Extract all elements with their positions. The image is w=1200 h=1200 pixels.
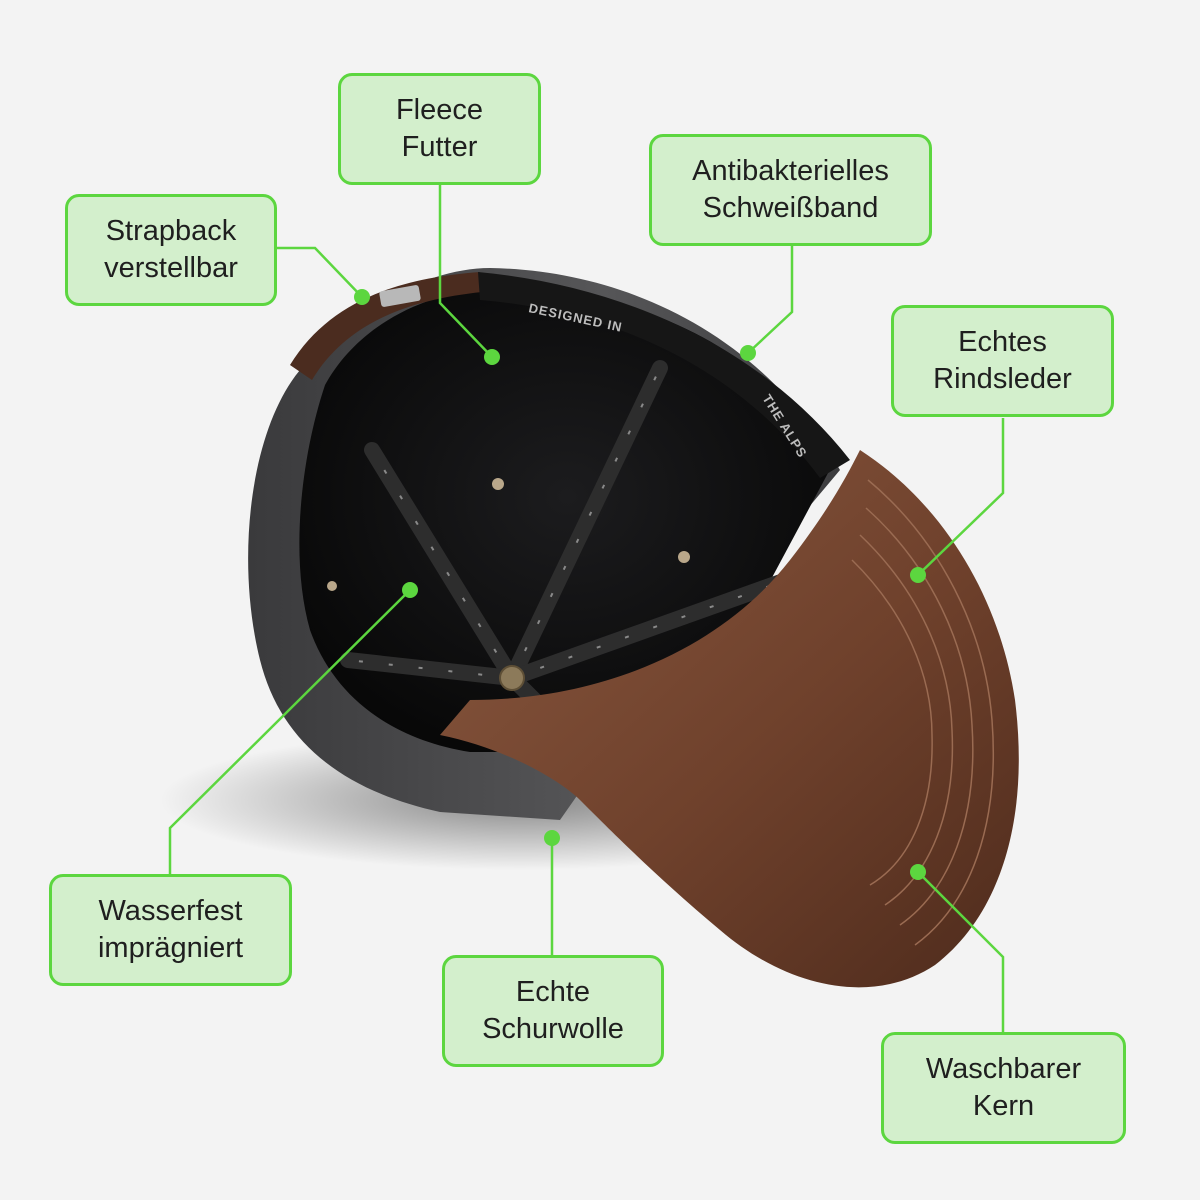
callout-line: Echtes	[958, 326, 1047, 358]
strap-buckle	[379, 285, 421, 307]
fleece-lining	[299, 288, 835, 752]
callout-waterproof: Wasserfest imprägniert	[49, 874, 292, 986]
leader-waterproof	[168, 589, 411, 875]
callout-line: Waschbarer	[925, 1053, 1082, 1085]
callout-line: Schurwolle	[482, 1013, 624, 1045]
leader-fleece	[438, 185, 493, 358]
callout-fleece-futter: Fleece Futter	[338, 73, 541, 185]
leader-lines	[168, 185, 1005, 1033]
callout-line: Echte	[515, 976, 591, 1008]
callout-line: Wasserfest	[98, 895, 243, 927]
callout-line: Antibakterielles	[692, 155, 889, 187]
callout-line: Fleece	[395, 94, 484, 126]
eyelet	[492, 478, 504, 490]
leader-leather	[917, 418, 1005, 576]
leader-dot-core	[910, 864, 926, 880]
leader-strapback	[276, 246, 363, 298]
callout-core: Waschbarer Kern	[881, 1032, 1126, 1144]
leader-core	[917, 871, 1005, 1033]
callout-sweatband: Antibakterielles Schweißband	[649, 134, 932, 246]
callout-line: Futter	[401, 131, 478, 163]
leader-dots	[354, 289, 926, 880]
leader-sweatband	[747, 246, 794, 354]
top-button	[499, 665, 525, 691]
leader-dot-sweatband	[740, 345, 756, 361]
leader-dot-waterproof	[402, 582, 418, 598]
leader-dot-strapback	[354, 289, 370, 305]
sweatband	[478, 272, 850, 478]
callout-line: Strapback	[105, 215, 237, 247]
strapback-strap	[290, 272, 482, 380]
leader-dot-leather	[910, 567, 926, 583]
eyelet	[678, 551, 690, 563]
callout-leather: Echtes Rindsleder	[891, 305, 1114, 417]
leader-dot-fleece	[484, 349, 500, 365]
callout-line: Kern	[972, 1090, 1035, 1122]
callout-strapback: Strapback verstellbar	[65, 194, 277, 306]
callout-line: imprägniert	[97, 932, 244, 964]
callout-line: Schweißband	[702, 192, 879, 224]
leader-dot-wool	[544, 830, 560, 846]
callout-line: verstellbar	[104, 252, 238, 284]
callout-wool: Echte Schurwolle	[442, 955, 664, 1067]
eyelet	[327, 581, 337, 591]
callout-line: Rindsleder	[933, 363, 1072, 395]
